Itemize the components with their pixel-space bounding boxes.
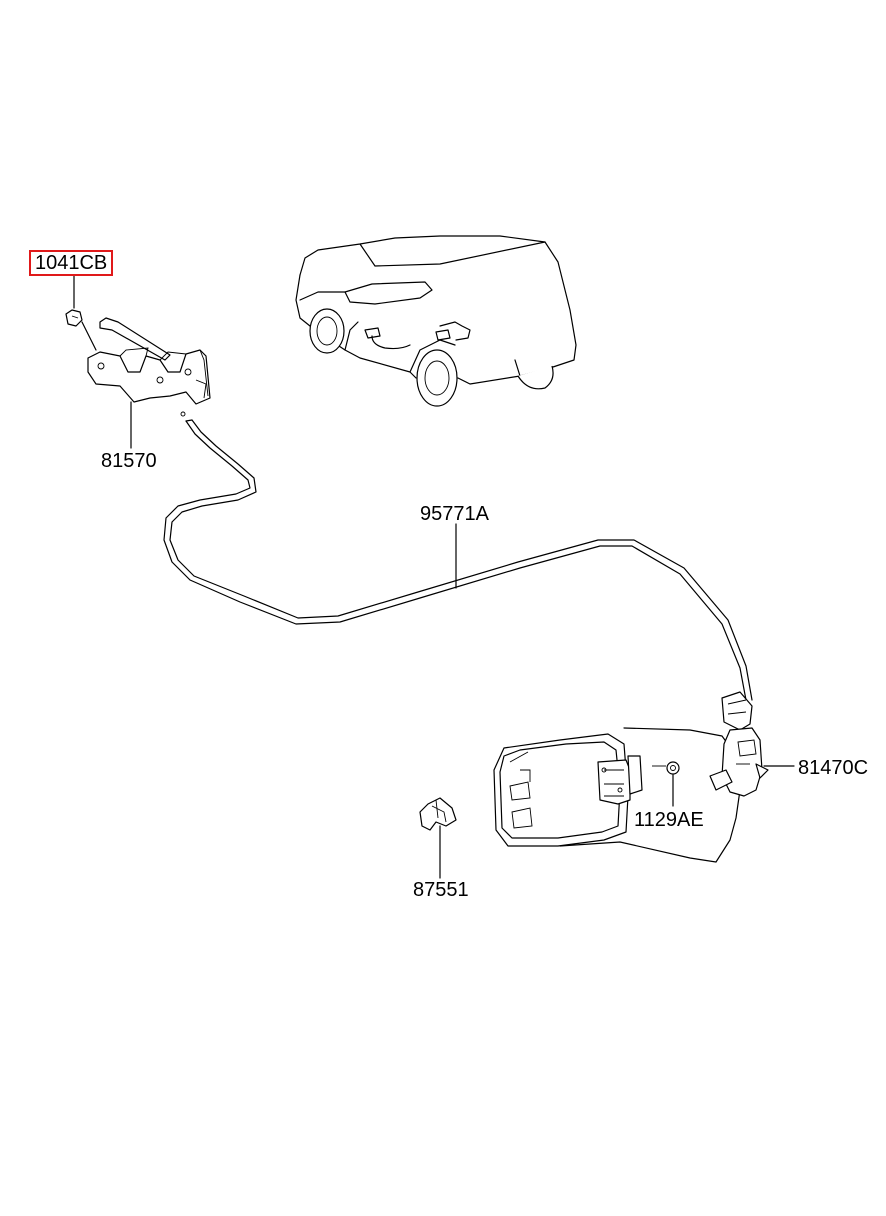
screw-1129ae <box>652 761 680 775</box>
label-81470c[interactable]: 81470C <box>798 757 869 779</box>
label-95771a[interactable]: 95771A <box>420 503 489 525</box>
actuator-81470c <box>709 691 769 797</box>
clip-87551 <box>419 797 457 831</box>
bracket-81570 <box>81 317 211 405</box>
vehicle-outline <box>295 235 577 407</box>
fuel-door-assembly <box>493 727 741 863</box>
bolt-1041cb <box>65 309 83 327</box>
label-1129ae[interactable]: 1129AE <box>634 809 704 831</box>
label-87551[interactable]: 87551 <box>413 879 469 901</box>
label-1041cb[interactable]: 1041CB <box>29 250 114 276</box>
cable-95771a <box>163 411 753 701</box>
label-81570[interactable]: 81570 <box>101 450 157 472</box>
